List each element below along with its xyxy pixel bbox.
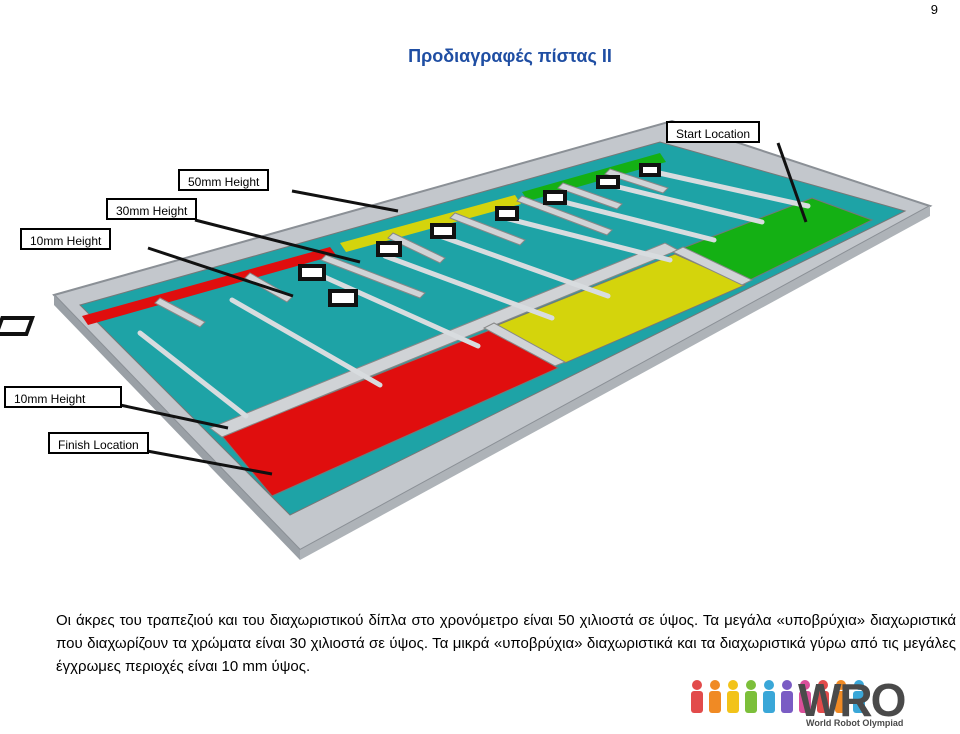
callout-start-location: Start Location bbox=[666, 121, 761, 143]
start-squares bbox=[0, 163, 661, 336]
callout-leaders bbox=[119, 142, 808, 476]
zone-divider-1 bbox=[482, 322, 567, 367]
small-dividers bbox=[154, 168, 669, 328]
callout-10mm-height-top: 10mm Height bbox=[20, 228, 112, 250]
red-strip-top bbox=[82, 247, 336, 325]
wro-people-logo-icon bbox=[691, 680, 865, 713]
red-finish-zone bbox=[221, 329, 560, 497]
page-title: Προδιαγραφές πίστας II bbox=[408, 46, 612, 66]
lane-lines bbox=[137, 168, 811, 419]
callout-30mm-height: 30mm Height bbox=[106, 198, 198, 220]
track-illustration bbox=[0, 119, 933, 560]
wro-logo-subtitle: World Robot Olympiad bbox=[806, 718, 904, 728]
page-number: 9 bbox=[930, 2, 938, 17]
green-strip-top bbox=[522, 153, 666, 201]
board-right-edge bbox=[300, 206, 930, 560]
zone-divider-2 bbox=[671, 246, 754, 286]
callout-50mm-height: 50mm Height bbox=[178, 169, 270, 191]
wro-logo-text: WRO bbox=[798, 674, 906, 726]
callout-finish-location: Finish Location bbox=[48, 432, 149, 454]
caption-paragraph: Οι άκρες του τραπεζιού και του διαχωριστ… bbox=[56, 612, 956, 675]
callout-10mm-height-bottom: 10mm Height bbox=[4, 386, 122, 408]
board-front-edge bbox=[54, 295, 300, 560]
